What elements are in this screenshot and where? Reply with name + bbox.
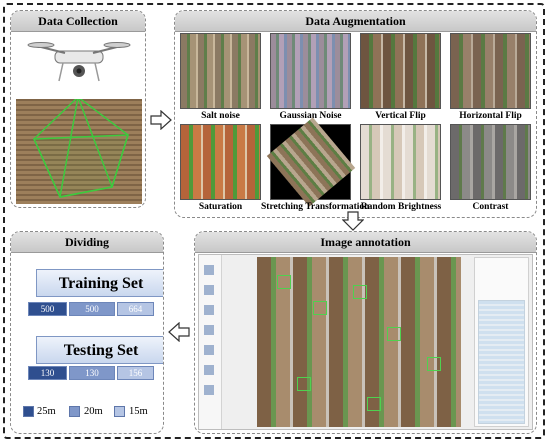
label-box [353, 285, 367, 299]
testing-count-25m: 130 [28, 366, 67, 380]
legend-swatch-20m [69, 406, 80, 417]
field-photo [16, 99, 142, 204]
tool-icon-6 [204, 365, 214, 375]
stretched-field [266, 117, 356, 207]
arrow-left-icon [168, 322, 190, 342]
label-box [297, 377, 311, 391]
training-count-15m: 664 [117, 302, 154, 316]
label-box [427, 357, 441, 371]
random-brightness-image [360, 124, 441, 200]
testing-count-15m: 156 [117, 366, 154, 380]
dividing-title: Dividing [11, 232, 163, 253]
caption-stretching-transformation: Stretching Transformation [261, 202, 370, 212]
image-annotation-title: Image annotation [195, 232, 536, 253]
data-augmentation-title: Data Augmentation [175, 11, 536, 32]
tool-icon-2 [204, 285, 214, 295]
annotated-field-image [257, 257, 461, 427]
tool-sidebar [199, 255, 222, 429]
caption-contrast: Contrast [472, 202, 509, 212]
training-count-20m: 500 [69, 302, 115, 316]
drone-icon [27, 42, 131, 82]
annotation-tool-window [198, 254, 533, 430]
label-box [367, 397, 381, 411]
arrow-right-icon [150, 110, 172, 130]
caption-gaussian-noise: Gaussian Noise [279, 111, 342, 121]
label-box [387, 327, 401, 341]
label-list-items [478, 300, 525, 424]
label-box [313, 301, 327, 315]
legend-label-15m: 15m [129, 406, 148, 417]
legend-swatch-15m [114, 406, 125, 417]
outer-frame [3, 3, 545, 439]
caption-vertical-flip: Vertical Flip [375, 111, 426, 121]
legend-swatch-25m [23, 406, 34, 417]
training-count-25m: 500 [28, 302, 67, 316]
tool-icon-7 [204, 385, 214, 395]
label-list-panel [474, 257, 529, 427]
testing-set-label: Testing Set [36, 336, 163, 364]
arrow-down-icon [342, 211, 364, 231]
data-collection-panel: Data Collection [10, 10, 146, 208]
caption-saturation: Saturation [198, 202, 243, 212]
gaussian-noise-image [270, 33, 351, 109]
saturation-image [180, 124, 261, 200]
testing-count-20m: 130 [69, 366, 115, 380]
tool-icon-5 [204, 345, 214, 355]
data-augmentation-panel: Data Augmentation Salt noise Gaussian No… [174, 10, 537, 218]
stretching-transformation-image [266, 117, 356, 207]
caption-salt-noise: Salt noise [201, 111, 240, 121]
dividing-panel: Dividing Training Set 500 500 664 Testin… [10, 231, 164, 434]
tool-icon-3 [204, 305, 214, 315]
training-set-label: Training Set [36, 269, 163, 297]
salt-noise-image [180, 33, 261, 109]
label-box [277, 275, 291, 289]
caption-random-brightness: Random Brightness [360, 202, 442, 212]
tool-icon-1 [204, 265, 214, 275]
tool-icon-4 [204, 325, 214, 335]
legend-label-20m: 20m [84, 406, 103, 417]
horizontal-flip-image [450, 33, 531, 109]
data-collection-title: Data Collection [11, 11, 145, 32]
image-annotation-panel: Image annotation [194, 231, 537, 434]
vertical-flip-image [360, 33, 441, 109]
contrast-image [450, 124, 531, 200]
caption-horizontal-flip: Horizontal Flip [459, 111, 522, 121]
legend-label-25m: 25m [37, 406, 56, 417]
